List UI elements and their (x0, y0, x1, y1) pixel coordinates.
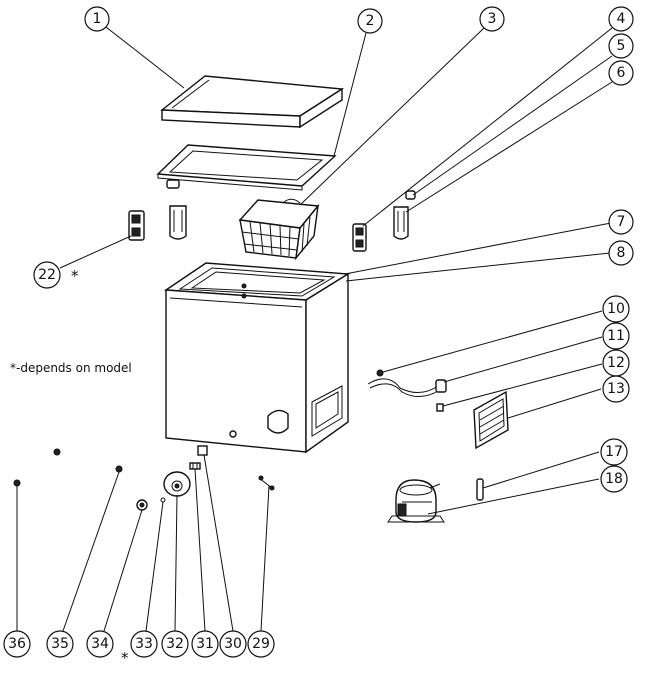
svg-text:2: 2 (366, 13, 375, 29)
callout-10: 10 (602, 295, 630, 323)
model-note: *-depends on model (10, 361, 132, 375)
svg-text:29: 29 (252, 636, 270, 652)
svg-text:30: 30 (224, 636, 242, 652)
svg-text:10: 10 (607, 301, 625, 317)
svg-text:22: 22 (38, 267, 56, 283)
freezer-cabinet (163, 262, 351, 454)
svg-text:13: 13 (607, 381, 625, 397)
svg-text:17: 17 (605, 444, 623, 460)
svg-text:4: 4 (617, 11, 626, 27)
hinge-cover-6 (393, 206, 409, 240)
part-12 (436, 403, 444, 412)
callout-1: 1 (84, 6, 110, 32)
svg-text:3: 3 (488, 11, 497, 27)
asterisk-33: * (121, 649, 129, 667)
callout-8: 8 (608, 240, 634, 266)
callout-13: 13 (602, 375, 630, 403)
svg-text:8: 8 (617, 245, 626, 261)
callout-11: 11 (602, 322, 630, 350)
callout-32: 32 (161, 630, 189, 658)
callout-4: 4 (608, 6, 634, 32)
callout-34: 34 (86, 630, 114, 658)
clip-5 (405, 190, 416, 200)
svg-text:35: 35 (51, 636, 69, 652)
left-hinge (169, 205, 187, 240)
hinge-4 (352, 223, 367, 252)
svg-text:1: 1 (93, 11, 102, 27)
callout-29: 29 (247, 630, 275, 658)
callout-17: 17 (600, 438, 628, 466)
part-29 (258, 475, 275, 491)
svg-text:31: 31 (196, 636, 214, 652)
callout-3: 3 (479, 6, 505, 32)
callout-31: 31 (191, 630, 219, 658)
part-33 (160, 497, 166, 503)
lid (160, 75, 345, 129)
callout-18: 18 (600, 465, 628, 493)
svg-text:18: 18 (605, 471, 623, 487)
svg-text:6: 6 (617, 65, 626, 81)
vent-grille (473, 390, 509, 450)
callout-35: 35 (46, 630, 74, 658)
compressor (387, 479, 445, 523)
part-31 (189, 462, 201, 470)
svg-text:5: 5 (617, 38, 626, 54)
knob (136, 499, 148, 511)
hinge-22 (128, 210, 145, 241)
part-36 (13, 479, 21, 487)
basket (238, 198, 320, 261)
svg-text:34: 34 (91, 636, 109, 652)
svg-text:33: 33 (135, 636, 153, 652)
foot (53, 448, 123, 473)
part-17 (476, 478, 484, 501)
callout-12: 12 (602, 349, 630, 377)
leader-lines (16, 26, 613, 632)
callout-36: 36 (3, 630, 31, 658)
part-30 (197, 445, 208, 456)
svg-text:32: 32 (166, 636, 184, 652)
callout-33: 33 (130, 630, 158, 658)
callout-7: 7 (608, 209, 634, 235)
callout-2: 2 (357, 8, 383, 34)
thermostat (163, 471, 191, 497)
door-gasket (156, 144, 337, 191)
power-cord (367, 369, 447, 397)
asterisk-22: * (71, 267, 79, 285)
svg-text:11: 11 (607, 328, 625, 344)
hinge-clip (166, 179, 180, 189)
callout-22: 22 (33, 261, 61, 289)
svg-text:7: 7 (617, 214, 626, 230)
callout-5: 5 (608, 33, 634, 59)
svg-text:36: 36 (8, 636, 26, 652)
callout-6: 6 (608, 60, 634, 86)
svg-text:12: 12 (607, 355, 625, 371)
callout-30: 30 (219, 630, 247, 658)
